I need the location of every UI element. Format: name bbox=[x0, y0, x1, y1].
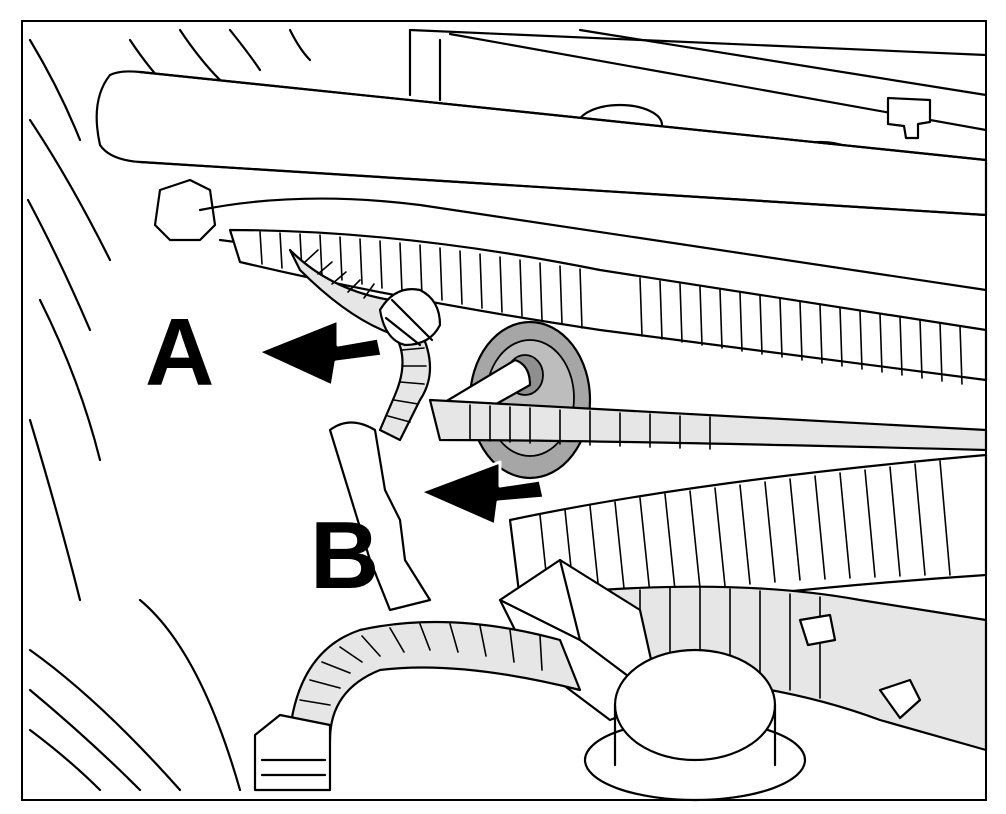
callout-b-arrow bbox=[418, 460, 546, 527]
upper-intake-tube bbox=[95, 70, 988, 242]
lower-left-ribs bbox=[28, 598, 242, 792]
lower-harness bbox=[598, 585, 988, 752]
reservoir-cap bbox=[583, 648, 807, 802]
small-vacuum-hose bbox=[288, 248, 442, 442]
callout-b: B bbox=[310, 460, 546, 609]
corrugated-harness-main bbox=[508, 453, 988, 622]
callout-a: A bbox=[145, 299, 384, 406]
callout-a-arrow bbox=[256, 318, 384, 388]
callout-a-label: A bbox=[145, 299, 214, 406]
pipe-through-grommet bbox=[428, 358, 988, 452]
center-bracket bbox=[328, 421, 432, 612]
lower-left-hose bbox=[253, 620, 582, 792]
callout-b-label: B bbox=[310, 502, 379, 609]
